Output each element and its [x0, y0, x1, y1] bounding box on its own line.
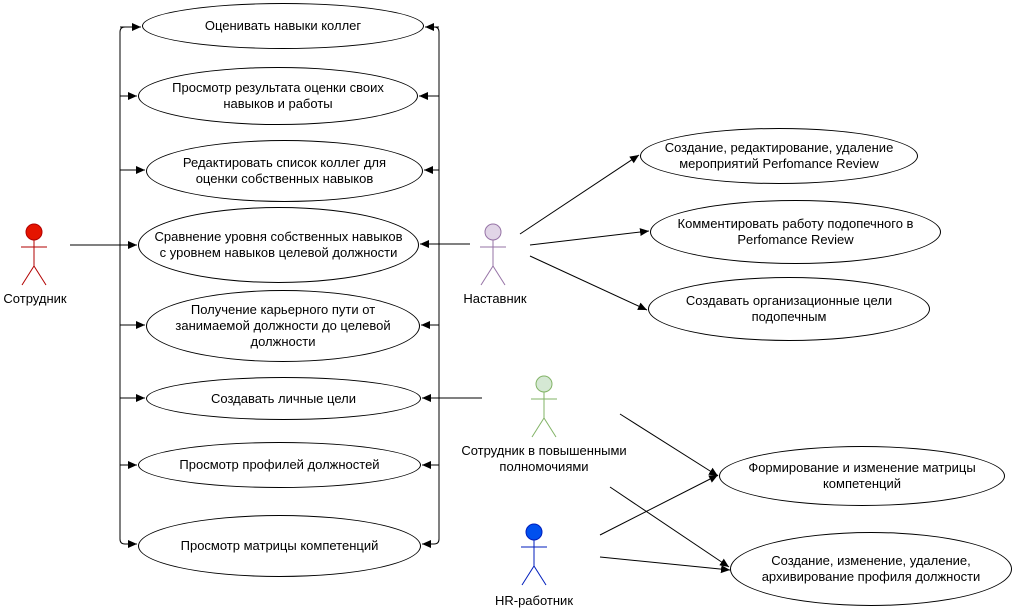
mentor-connectors: [420, 154, 650, 311]
use-case-view-profiles[interactable]: Просмотр профилей должностей: [138, 442, 421, 488]
use-case-label: Создавать личные цели: [211, 390, 356, 406]
use-case-org-goals[interactable]: Создавать организационные цели подопечны…: [648, 277, 930, 341]
use-case-label: Формирование и изменение матрицы компете…: [748, 460, 976, 491]
use-case-profile-edit[interactable]: Создание, изменение, удаление, архивиров…: [730, 532, 1012, 606]
use-case-rate-colleagues[interactable]: Оценивать навыки коллег: [142, 3, 424, 49]
use-case-label: Создание, изменение, удаление, архивиров…: [761, 553, 981, 584]
use-case-label: Редактировать список коллег для оценки с…: [182, 155, 387, 186]
use-case-comment-work[interactable]: Комментировать работу подопечного в Perf…: [650, 200, 941, 264]
use-case-career-path[interactable]: Получение карьерного пути от занимаемой …: [146, 290, 420, 362]
use-case-label: Просмотр результата оценки своих навыков…: [172, 80, 384, 111]
use-case-label: Сравнение уровня собственных навыков с у…: [154, 229, 403, 260]
use-case-label: Получение карьерного пути от занимаемой …: [175, 302, 391, 349]
use-case-matrix-edit[interactable]: Формирование и изменение матрицы компете…: [719, 446, 1005, 506]
employee-connectors: [70, 23, 145, 548]
use-case-label: Просмотр профилей должностей: [179, 457, 380, 472]
use-case-edit-colleagues[interactable]: Редактировать список коллег для оценки с…: [146, 140, 423, 202]
actor-employee-figure: [21, 223, 47, 286]
use-case-compare-levels[interactable]: Сравнение уровня собственных навыков с у…: [138, 207, 419, 283]
privileged-connectors: [419, 23, 482, 548]
actor-employee-head: [25, 223, 43, 241]
use-case-label: Комментировать работу подопечного в Perf…: [677, 216, 914, 247]
use-case-view-matrix[interactable]: Просмотр матрицы компетенций: [138, 515, 421, 577]
use-case-pr-events[interactable]: Создание, редактирование, удаление мероп…: [640, 128, 918, 184]
admin-connectors: [599, 413, 731, 574]
use-case-personal-goals[interactable]: Создавать личные цели: [146, 377, 421, 420]
actor-mentor-label: Наставник: [463, 291, 527, 306]
use-case-label: Просмотр матрицы компетенций: [180, 538, 379, 553]
actor-hr-label: HR-работник: [494, 593, 574, 608]
use-case-view-results[interactable]: Просмотр результата оценки своих навыков…: [138, 67, 418, 125]
use-case-label: Создание, редактирование, удаление мероп…: [664, 140, 894, 171]
use-case-label: Оценивать навыки коллег: [204, 18, 362, 33]
actor-mentor-figure: [480, 223, 506, 286]
actor-employee-label: Сотрудник: [3, 291, 67, 306]
actor-privileged-figure: [531, 375, 557, 438]
actor-privileged-label: Сотрудник в повышенными полномочиями: [461, 443, 627, 474]
use-case-label: Создавать организационные цели подопечны…: [685, 293, 893, 324]
actor-hr-figure: [521, 523, 547, 586]
